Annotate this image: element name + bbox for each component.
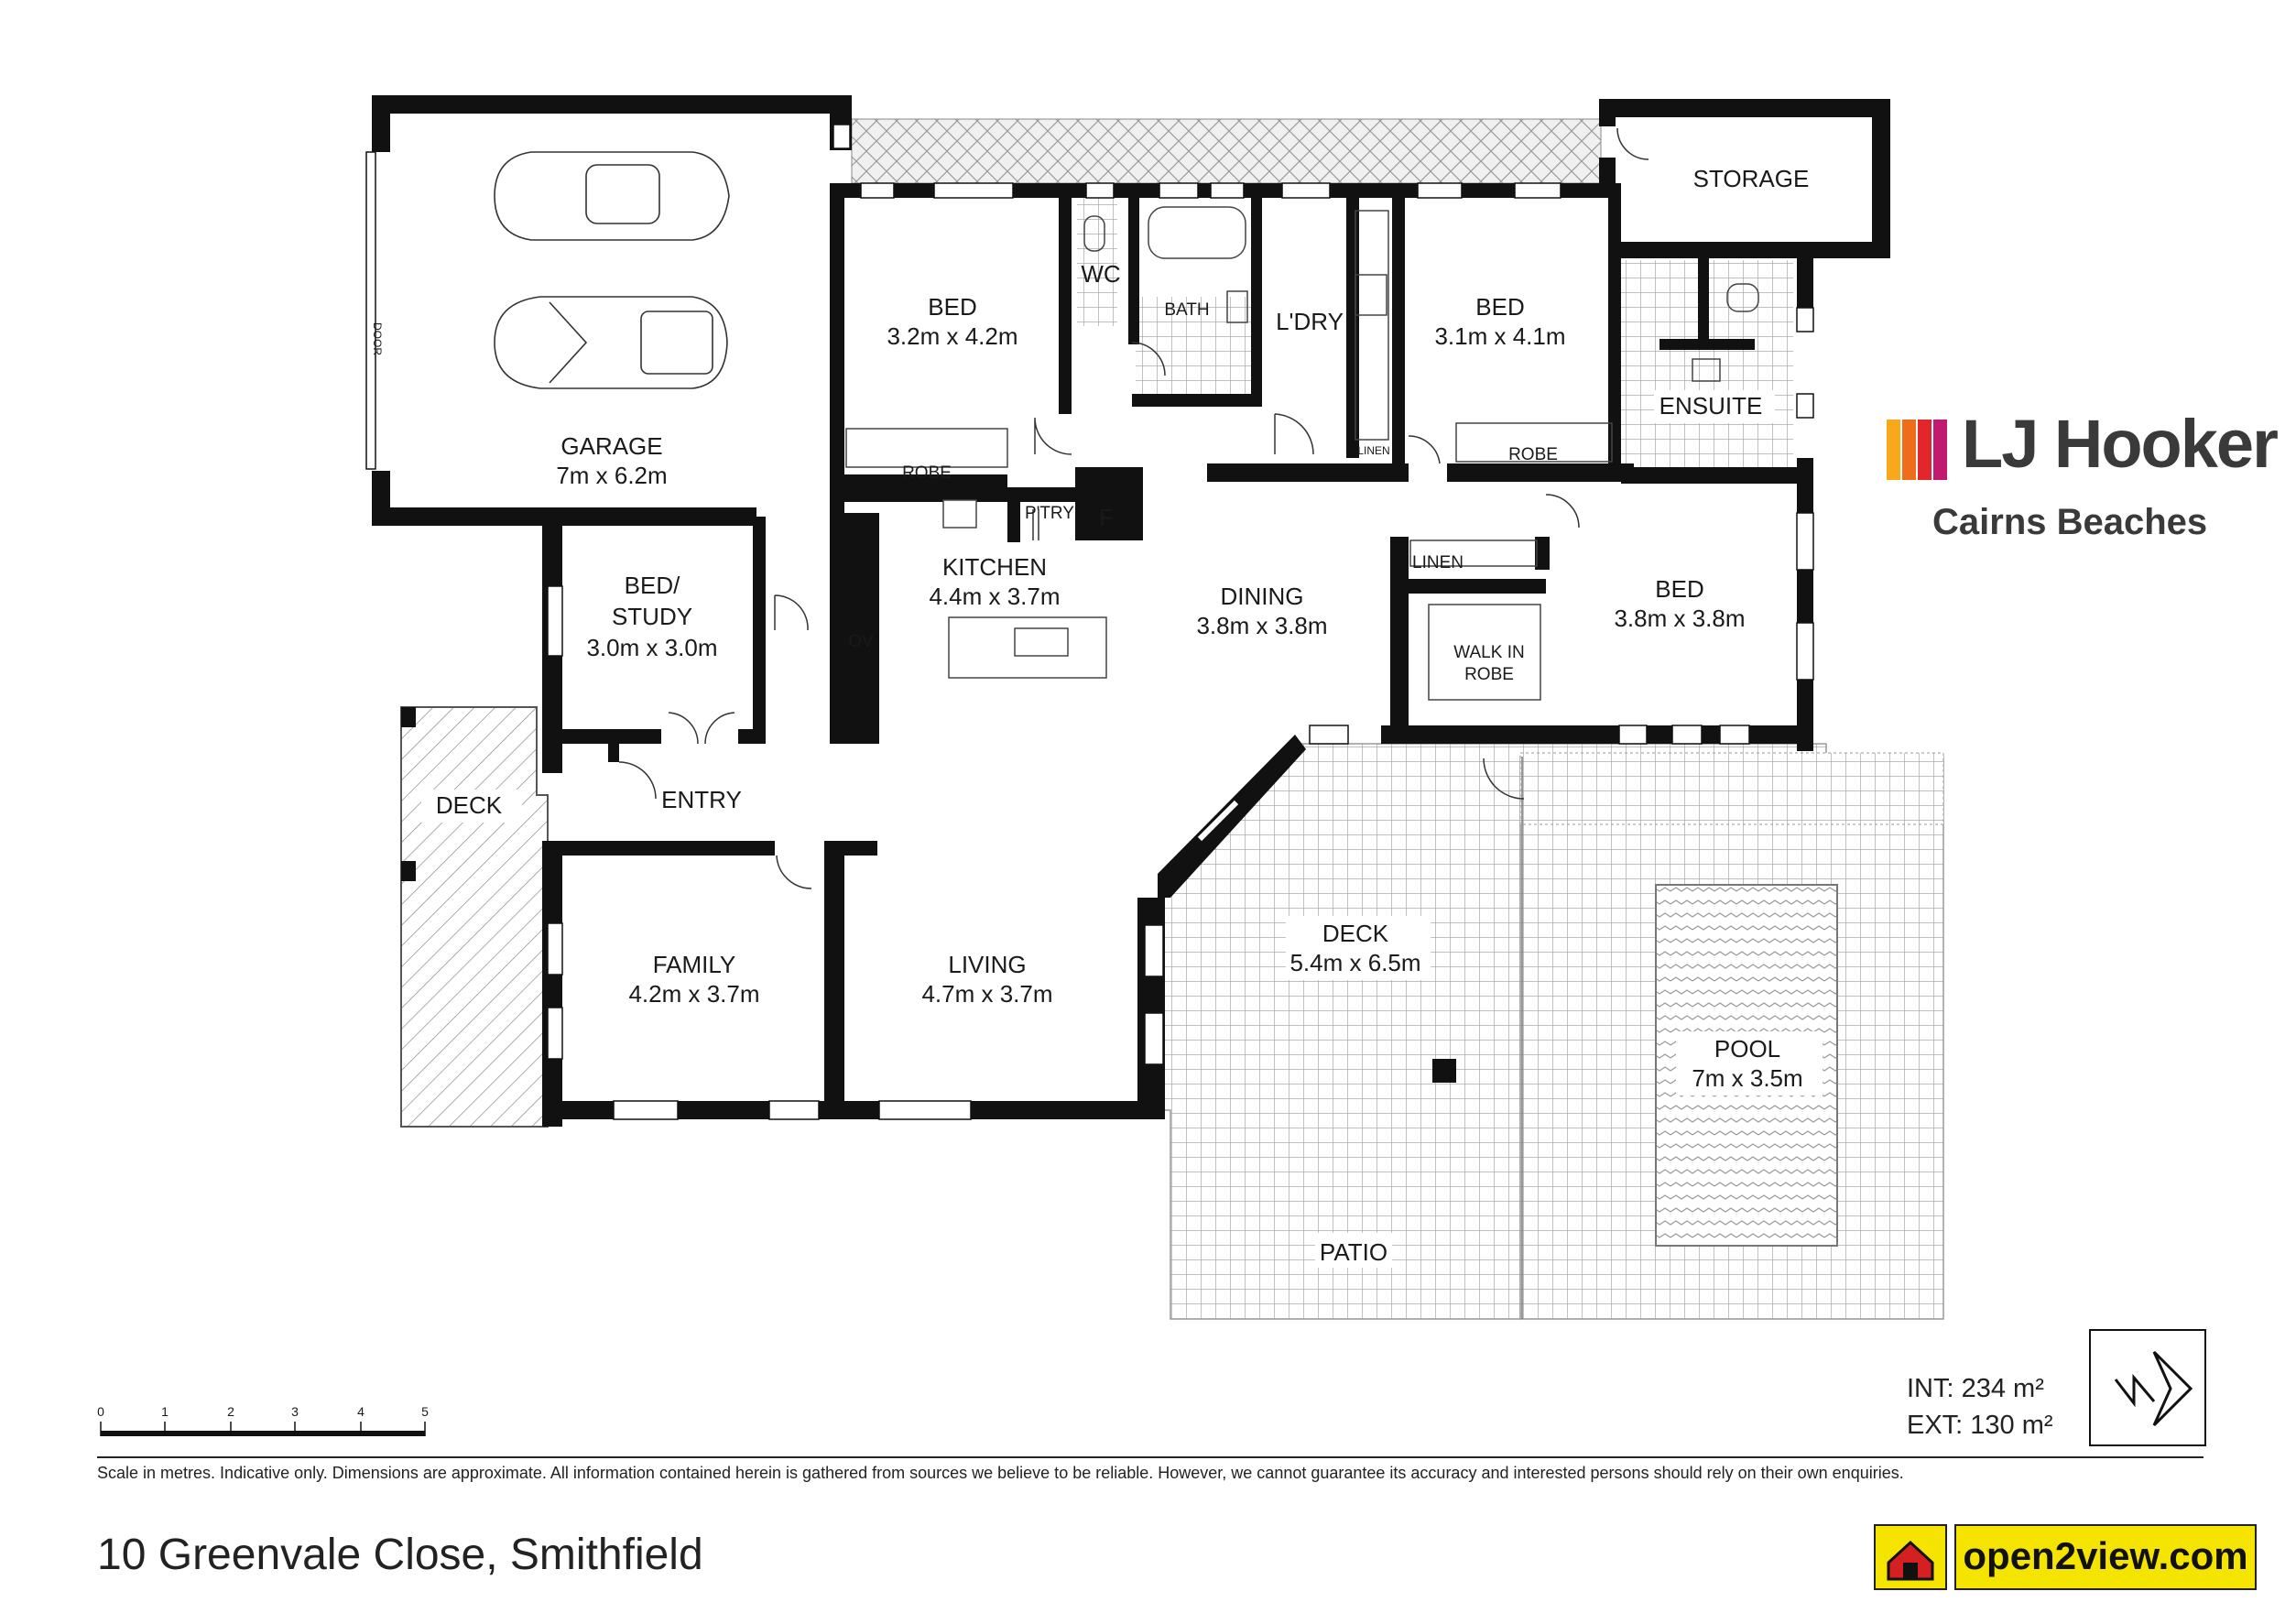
oven-label: OV: [848, 632, 874, 651]
garage-door-label: DOOR: [371, 322, 384, 355]
logo-bar-4: [1933, 420, 1947, 480]
laundry-label: L'DRY: [1276, 308, 1344, 335]
cooktop: [942, 499, 977, 529]
listing-site-name: open2view.com: [1954, 1524, 2257, 1590]
pool-size: 7m x 3.5m: [1692, 1064, 1802, 1092]
family-size: 4.2m x 3.7m: [628, 980, 759, 1008]
agency-office: Cairns Beaches: [1932, 502, 2208, 542]
room-labels: GARAGE 7m x 6.2m BED 3.2m x 4.2m ROBE WC…: [371, 165, 1809, 1266]
ensuite-label: ENSUITE: [1659, 392, 1763, 420]
storage-label: STORAGE: [1693, 165, 1810, 192]
divider: [97, 1456, 2204, 1458]
deck-label: DECK: [1322, 920, 1389, 947]
angled-wall: [1158, 735, 1306, 898]
scale-tick-0: 0: [97, 1404, 104, 1419]
kitchen-size: 4.4m x 3.7m: [929, 583, 1060, 610]
side-deck-label: DECK: [436, 791, 503, 819]
house-icon: [1874, 1524, 1947, 1590]
property-address: 10 Greenvale Close, Smithfield: [97, 1531, 703, 1579]
walk-in-robe-label-1: WALK IN: [1453, 643, 1524, 662]
logo-bar-2: [1902, 420, 1916, 480]
study-size: 3.0m x 3.0m: [586, 634, 717, 661]
side-deck: [400, 706, 549, 1128]
logo-bar-1: [1887, 420, 1900, 480]
external-area: EXT: 130 m²: [1907, 1411, 2053, 1440]
garage-label: GARAGE: [560, 432, 662, 460]
bath-label: BATH: [1164, 300, 1209, 320]
patio-area: [1162, 743, 1944, 1320]
kitchen-label: KITCHEN: [942, 553, 1047, 581]
study-label-2: STUDY: [612, 603, 692, 630]
dining-size: 3.8m x 3.8m: [1196, 612, 1327, 639]
linen-label: LINEN: [1412, 553, 1464, 572]
linen-small-label: LINEN: [1357, 444, 1389, 457]
family-label: FAMILY: [653, 951, 736, 978]
dining-label: DINING: [1221, 583, 1304, 610]
living-label: LIVING: [948, 951, 1026, 978]
pool-label: POOL: [1714, 1035, 1780, 1063]
internal-area: INT: 234 m²: [1907, 1374, 2044, 1403]
scale-tick-4: 4: [357, 1404, 365, 1419]
deck-size: 5.4m x 6.5m: [1289, 949, 1420, 976]
scale-tick-2: 2: [227, 1404, 234, 1419]
bed2-size: 3.1m x 4.1m: [1434, 322, 1565, 350]
robe1-label: ROBE: [902, 463, 952, 483]
bed1-size: 3.2m x 4.2m: [887, 322, 1017, 350]
bed3-size: 3.8m x 3.8m: [1614, 605, 1745, 632]
fridge-label: F: [1099, 504, 1114, 531]
living-size: 4.7m x 3.7m: [921, 980, 1052, 1008]
garage-size: 7m x 6.2m: [556, 462, 667, 489]
wc-label: WC: [1081, 260, 1120, 288]
disclaimer: Scale in metres. Indicative only. Dimens…: [97, 1464, 1904, 1482]
entry-label: ENTRY: [661, 786, 742, 813]
scale-tick-5: 5: [421, 1404, 429, 1419]
robe2-label: ROBE: [1508, 445, 1558, 464]
agency-logo-bars: [1887, 420, 1951, 480]
north-arrow-icon: [2089, 1329, 2206, 1446]
listing-site-logo: open2view.com: [1874, 1524, 2257, 1590]
bed2-label: BED: [1475, 293, 1524, 321]
car-icons: [494, 151, 730, 389]
kitchen-island: [948, 616, 1107, 679]
agency-logo: LJ Hooker Cairns Beaches: [1877, 406, 2280, 566]
agency-name: LJ Hooker: [1962, 406, 2279, 482]
patio-label: PATIO: [1320, 1238, 1387, 1266]
scale-tick-3: 3: [291, 1404, 299, 1419]
rear-walkway: [851, 118, 1602, 184]
bed3-label: BED: [1655, 575, 1703, 603]
bed1-label: BED: [928, 293, 976, 321]
logo-bar-3: [1918, 420, 1931, 480]
pantry-label: P'TRY: [1025, 504, 1074, 523]
scale-tick-1: 1: [161, 1404, 169, 1419]
study-label-1: BED/: [625, 572, 680, 599]
scale-bar: 0 1 2 3 4 5: [97, 1404, 429, 1436]
fixtures: [845, 206, 1759, 701]
windows: [365, 124, 1814, 1120]
walk-in-robe-label-2: ROBE: [1464, 665, 1514, 684]
door-swings: [618, 127, 1649, 889]
